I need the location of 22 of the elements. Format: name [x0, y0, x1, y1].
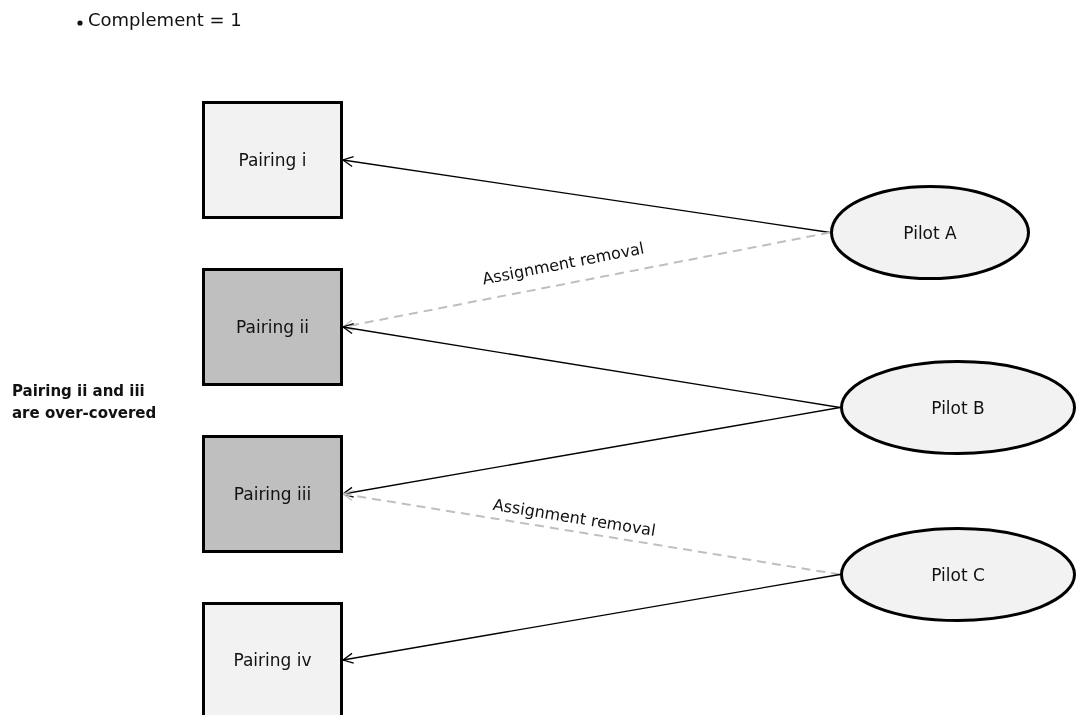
- note-text: Pairing ii and iii are over-covered: [12, 381, 158, 424]
- pilot-ellipse: [840, 527, 1076, 622]
- pilot-label: Pilot B: [931, 397, 985, 418]
- dashed-arrow: [342, 231, 831, 331]
- pairing-box: [202, 435, 343, 553]
- bullet-text: Complement = 1: [88, 9, 242, 30]
- pairing-box: [202, 101, 343, 219]
- arrow: [342, 406, 841, 498]
- pairing-label: Pairing ii: [236, 317, 309, 337]
- pairing-label: Pairing iv: [233, 650, 312, 670]
- pilot-ellipse: [840, 360, 1076, 455]
- pilot-label: Pilot A: [903, 222, 957, 243]
- pairing-box: [202, 268, 343, 386]
- pilot-label: Pilot C: [931, 564, 985, 585]
- pilot-ellipse: [830, 185, 1030, 280]
- pairing-label: Pairing i: [238, 150, 307, 170]
- pairing-label: Pairing iii: [233, 484, 312, 504]
- arrow: [342, 323, 841, 409]
- dashed-arrow: [342, 490, 841, 576]
- arrow: [342, 573, 841, 664]
- arrow: [342, 155, 831, 234]
- pairing-box: [202, 602, 343, 715]
